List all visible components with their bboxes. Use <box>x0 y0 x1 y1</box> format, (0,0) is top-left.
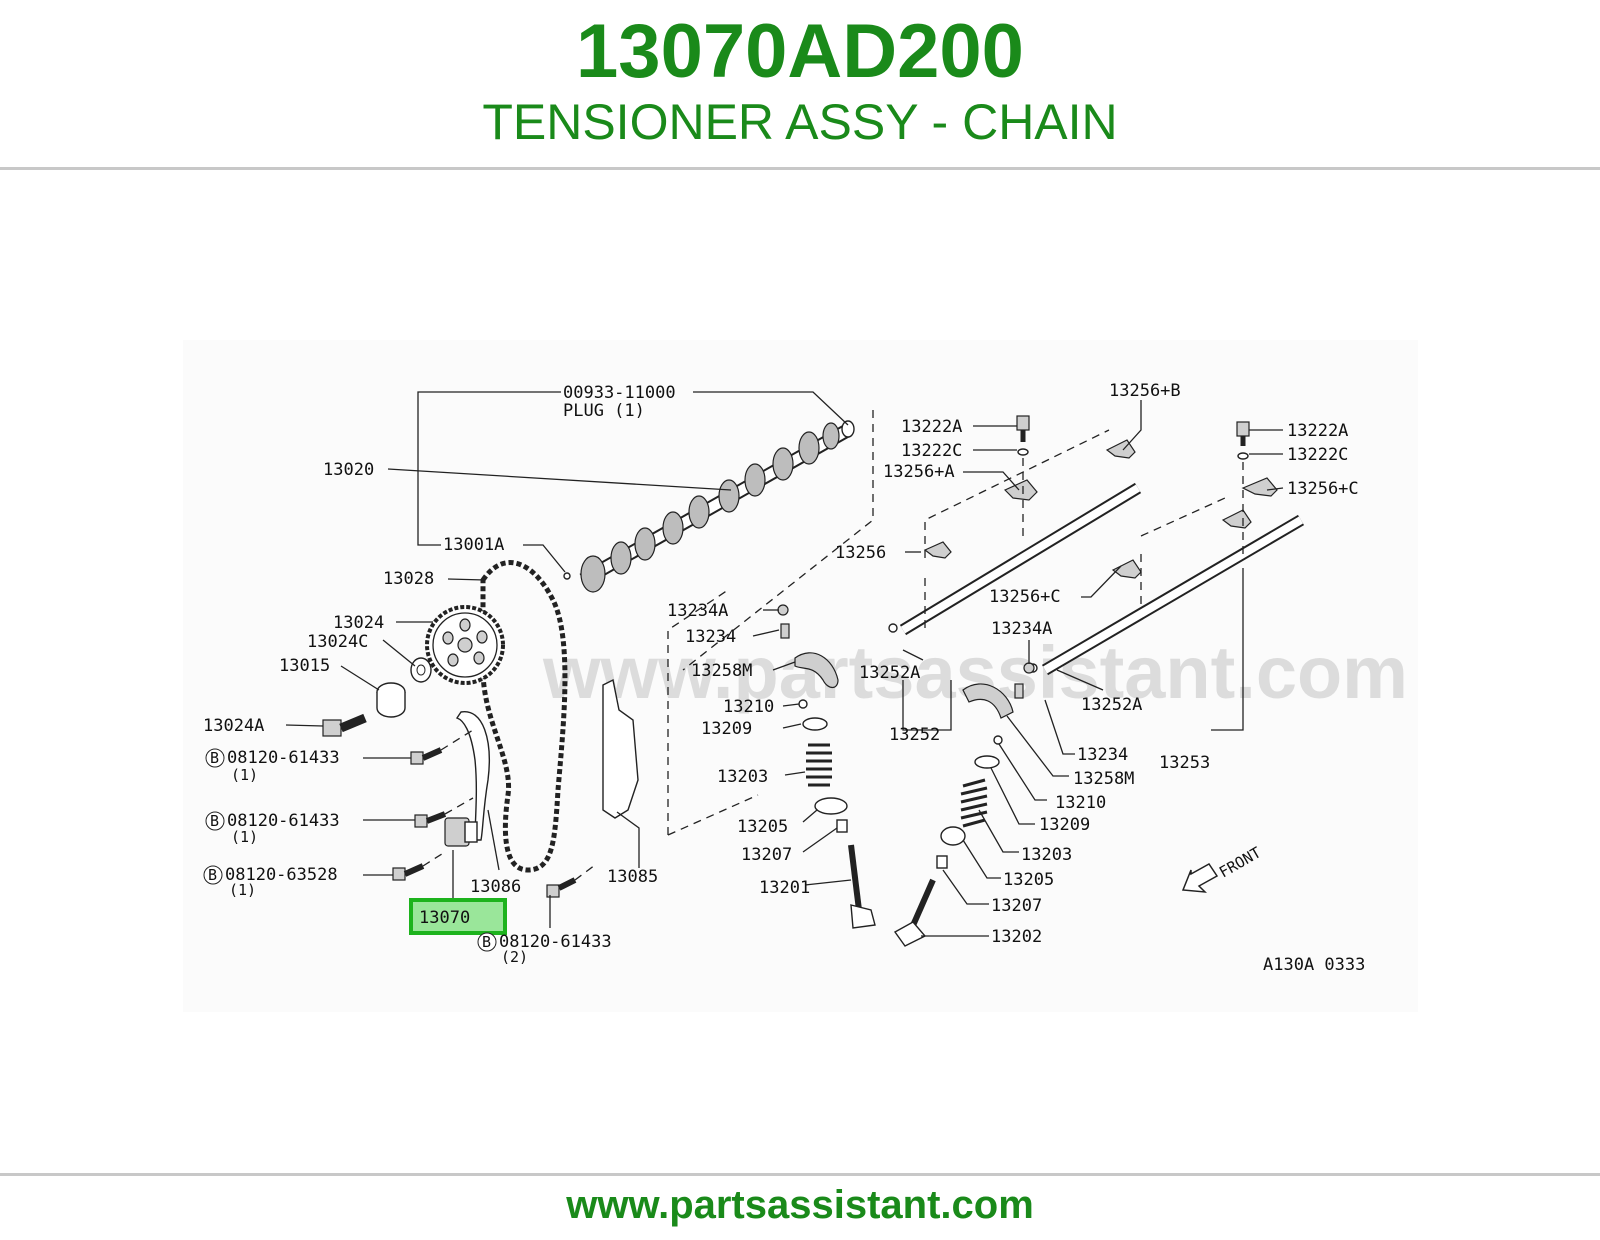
b-marker-2: B <box>210 812 219 830</box>
label-13234a-left: 13234A <box>667 601 728 621</box>
label-13209-left: 13209 <box>701 719 752 739</box>
label-13222a-left: 13222A <box>901 417 962 437</box>
label-13256c-right: 13256+C <box>1287 479 1359 499</box>
label-13207-right: 13207 <box>991 896 1042 916</box>
bolt-08120-61433-a <box>410 747 443 765</box>
label-13222a-right: 13222A <box>1287 421 1348 441</box>
chain-tensioner-13070 <box>444 817 478 847</box>
label-13210-left: 13210 <box>723 697 774 717</box>
site-url-link[interactable]: www.partsassistant.com <box>566 1183 1034 1227</box>
label-13202: 13202 <box>991 927 1042 947</box>
timing-chain <box>480 560 568 873</box>
label-13024: 13024 <box>333 613 384 633</box>
valve-spring-left <box>806 743 832 787</box>
label-13015: 13015 <box>279 656 330 676</box>
footer-divider <box>0 1173 1600 1176</box>
label-13234-right: 13234 <box>1077 745 1128 765</box>
label-13201: 13201 <box>759 878 810 898</box>
bolt-08120-63528 <box>392 863 425 881</box>
diagram-code: A130A 0333 <box>1263 955 1365 975</box>
camshaft <box>579 420 855 593</box>
label-bolt-4: 08120-61433 <box>499 932 612 952</box>
label-bolt-1-qty: (1) <box>231 766 258 784</box>
label-13258m-right: 13258M <box>1073 769 1134 789</box>
label-13070-highlighted: 13070 <box>419 908 470 928</box>
label-bolt-4-qty: (2) <box>501 948 528 966</box>
part-name-subtitle: TENSIONER ASSY - CHAIN <box>482 94 1118 150</box>
label-13256: 13256 <box>835 543 886 563</box>
front-label: FRONT <box>1216 843 1264 881</box>
valve-13202 <box>893 878 936 947</box>
label-13252a-left: 13252A <box>859 663 920 683</box>
b-marker-3: B <box>208 866 217 884</box>
label-bolt-3: 08120-63528 <box>225 865 338 885</box>
bolt-08120-61433-b <box>414 811 447 828</box>
exploded-parts-diagram: www.partsassistant.com <box>183 340 1418 1012</box>
label-13085: 13085 <box>607 867 658 887</box>
spacer-13015 <box>376 682 406 718</box>
label-13210-right: 13210 <box>1055 793 1106 813</box>
valve-13201 <box>848 844 876 929</box>
label-13207-left: 13207 <box>741 845 792 865</box>
valve-spring-right <box>960 778 988 828</box>
label-13086: 13086 <box>470 877 521 897</box>
label-13234-left: 13234 <box>685 627 736 647</box>
label-plug: PLUG (1) <box>563 401 645 421</box>
part-number-title: 13070AD200 <box>576 9 1024 94</box>
label-00933-11000: 00933-11000 <box>563 383 676 403</box>
chain-guide-13085 <box>602 678 639 819</box>
label-13256c-mid: 13256+C <box>989 587 1061 607</box>
bolt-13024a <box>322 713 367 737</box>
label-13020: 13020 <box>323 460 374 480</box>
label-bolt-2: 08120-61433 <box>227 811 340 831</box>
label-13024a: 13024A <box>203 716 264 736</box>
rocker-shaft-13253 <box>1041 514 1305 676</box>
label-bolt-3-qty: (1) <box>229 881 256 899</box>
watermark: www.partsassistant.com <box>542 631 1408 714</box>
label-13234a-right: 13234A <box>991 619 1052 639</box>
label-13256b: 13256+B <box>1109 381 1181 401</box>
label-13024c: 13024C <box>307 632 368 652</box>
label-13203-left: 13203 <box>717 767 768 787</box>
rocker-shaft-13252 <box>899 482 1142 636</box>
cam-sprocket <box>425 605 505 685</box>
highlight-box <box>409 898 507 935</box>
rocker-arm-right <box>962 683 1014 719</box>
header-divider <box>0 167 1600 170</box>
label-13222c-left: 13222C <box>901 441 962 461</box>
front-direction-arrow: FRONT <box>1181 843 1264 893</box>
label-13203-right: 13203 <box>1021 845 1072 865</box>
label-13028: 13028 <box>383 569 434 589</box>
label-13252a-right: 13252A <box>1081 695 1142 715</box>
rocker-arm-left <box>794 652 839 689</box>
label-13205-left: 13205 <box>737 817 788 837</box>
label-13209-right: 13209 <box>1039 815 1090 835</box>
label-13205-right: 13205 <box>1003 870 1054 890</box>
label-13001a: 13001A <box>443 535 504 555</box>
label-13256a: 13256+A <box>883 462 955 482</box>
bolt-08120-61433-c <box>546 877 577 898</box>
label-bolt-1: 08120-61433 <box>227 748 340 768</box>
label-bolt-2-qty: (1) <box>231 828 258 846</box>
b-marker-4: B <box>482 933 491 951</box>
label-13252: 13252 <box>889 725 940 745</box>
label-13253: 13253 <box>1159 753 1210 773</box>
label-13258m-left: 13258M <box>691 661 752 681</box>
b-marker-1: B <box>210 749 219 767</box>
chain-guide-13086 <box>455 711 490 841</box>
label-13222c-right: 13222C <box>1287 445 1348 465</box>
